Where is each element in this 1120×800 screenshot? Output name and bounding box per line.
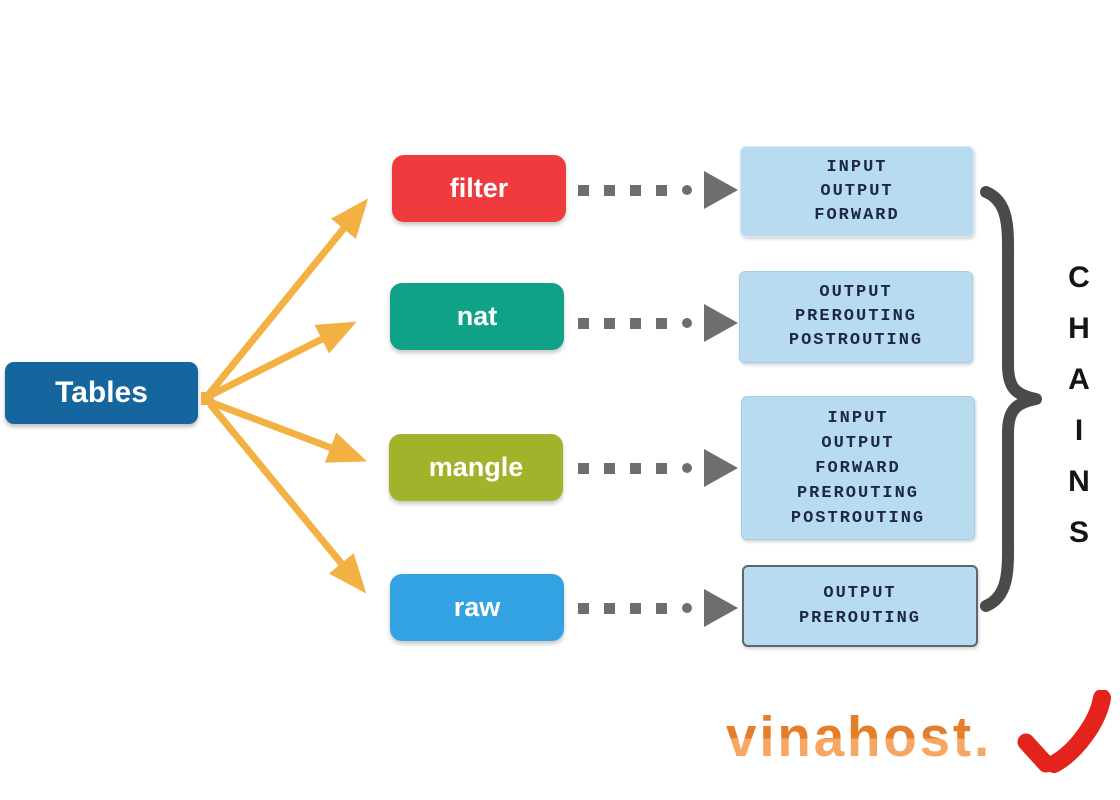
chain-name: PREROUTING (794, 307, 918, 326)
chains-box-filter: INPUT OUTPUT FORWARD (740, 146, 974, 237)
dot-icon (630, 462, 641, 474)
dot-icon (656, 317, 667, 329)
arrowhead-icon (704, 171, 738, 209)
dot-icon (630, 317, 641, 329)
dot-icon (578, 462, 589, 474)
chain-name: POSTROUTING (790, 508, 926, 528)
tables-root-label: Tables (55, 376, 148, 409)
dotted-arrow-mangle (578, 448, 744, 488)
chains-letter: A (1068, 363, 1090, 396)
dot-icon (656, 462, 667, 474)
chain-name: OUTPUT (823, 584, 897, 603)
tables-root-node: Tables (5, 362, 198, 424)
fan-origin-square (201, 392, 214, 405)
table-node-mangle: mangle (389, 434, 563, 501)
dot-icon (682, 318, 692, 328)
chains-letter: H (1068, 312, 1090, 345)
arrow-to-raw (207, 401, 367, 594)
dotted-arrow-filter (578, 170, 744, 210)
chains-letter: C (1068, 261, 1090, 294)
dot-icon (630, 184, 641, 196)
chains-box-nat: OUTPUT PREROUTING POSTROUTING (739, 271, 973, 363)
arrow-to-mangle (208, 398, 368, 463)
chain-name: POSTROUTING (788, 331, 924, 350)
curly-brace-icon (980, 186, 1042, 612)
arrow-to-nat (207, 321, 357, 400)
table-node-raw: raw (390, 574, 564, 641)
chain-name: OUTPUT (819, 283, 893, 302)
chain-name: PREROUTING (798, 609, 922, 628)
chains-box-mangle: INPUT OUTPUT FORWARD PREROUTING POSTROUT… (741, 396, 975, 540)
table-node-label: mangle (428, 452, 524, 482)
dotted-arrow-raw (578, 588, 744, 628)
dot-icon (604, 184, 615, 196)
chains-letter: N (1068, 465, 1090, 498)
dot-icon (656, 184, 667, 196)
table-node-filter: filter (392, 155, 566, 222)
dot-icon (682, 185, 692, 195)
chain-name: INPUT (826, 157, 888, 177)
dot-icon (578, 184, 589, 196)
arrowhead-icon (704, 304, 738, 342)
dot-icon (604, 462, 615, 474)
arrowhead-icon (704, 449, 738, 487)
vinahost-logo: vinahost. (726, 690, 1116, 780)
dotted-arrow-nat (578, 303, 744, 343)
dot-icon (578, 317, 589, 329)
vinahost-logo-text: vinahost. (726, 705, 993, 769)
dot-icon (578, 602, 589, 614)
dot-icon (656, 602, 667, 614)
chains-box-raw: OUTPUT PREROUTING (742, 565, 978, 647)
chain-name: INPUT (827, 408, 889, 428)
chains-label: C H A I N S (1056, 261, 1102, 550)
dot-icon (682, 463, 692, 473)
table-node-nat: nat (390, 283, 564, 350)
chain-name: FORWARD (815, 458, 901, 478)
table-node-label: filter (449, 173, 509, 203)
dot-icon (682, 603, 692, 613)
dot-icon (604, 317, 615, 329)
chain-name: FORWARD (814, 205, 900, 225)
arrowhead-icon (704, 589, 738, 627)
table-node-label: nat (456, 301, 498, 331)
dot-icon (604, 602, 615, 614)
arrow-to-filter (206, 198, 369, 397)
table-node-label: raw (453, 592, 501, 622)
chains-letter: S (1068, 516, 1089, 549)
chain-name: PREROUTING (796, 483, 920, 503)
chain-name: OUTPUT (820, 181, 894, 201)
dot-icon (630, 602, 641, 614)
chains-letter: I (1074, 414, 1084, 447)
vinahost-check-icon (1017, 690, 1111, 773)
chain-name: OUTPUT (821, 433, 895, 453)
